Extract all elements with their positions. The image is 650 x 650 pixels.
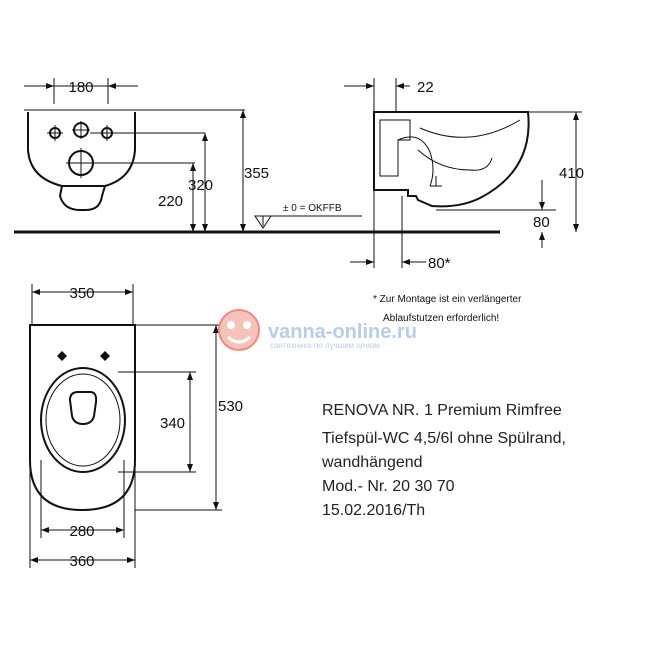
height-label-355: 355: [244, 165, 269, 182]
bowl-opening: [68, 391, 98, 426]
front-trap: [58, 185, 106, 211]
side-low-label: 80: [533, 214, 550, 231]
product-line-5: 15.02.2016/Th: [322, 502, 425, 519]
watermark-logo: [218, 309, 260, 351]
top-width-label: 350: [69, 285, 94, 302]
top-inner-width-label: 280: [69, 523, 94, 540]
fixing-mark: [57, 351, 67, 361]
top-bowl-outline: [29, 324, 136, 512]
top-outer-width-label: 360: [69, 553, 94, 570]
watermark-tagline: сантехника по лучшим ценам: [270, 341, 380, 350]
product-line-4: Mod.- Nr. 20 30 70: [322, 478, 455, 495]
front-width-label: 180: [68, 79, 93, 96]
note-line-1: * Zur Montage ist ein verlängerter: [373, 294, 522, 305]
fixing-mark: [100, 351, 110, 361]
product-line-1: RENOVA NR. 1 Premium Rimfree: [322, 402, 562, 419]
side-bowl-outline: [373, 111, 530, 208]
top-view: 350 530 340 280 360: [29, 284, 243, 570]
product-line-3: wandhängend: [321, 454, 423, 471]
side-view: 22 410 80 80*: [344, 78, 584, 272]
floor-marker-label: ± 0 = OKFFB: [283, 203, 342, 214]
floor-marker: ± 0 = OKFFB: [254, 203, 362, 229]
top-seat-length-label: 340: [160, 415, 185, 432]
top-length-label: 530: [218, 398, 243, 415]
watermark: vanna-online.ru сантехника по лучшим цен…: [218, 309, 417, 351]
seat-outline: [40, 367, 126, 473]
product-line-2: Tiefspül-WC 4,5/6l ohne Spülrand,: [322, 430, 566, 447]
side-bottom-label: 80*: [428, 255, 451, 272]
front-view: 180 355 320 220: [24, 78, 269, 232]
side-top-label: 22: [417, 79, 434, 96]
note-line-2: Ablaufstutzen erforderlich!: [383, 313, 499, 324]
side-height-label: 410: [559, 165, 584, 182]
front-bowl-outline: [27, 112, 136, 187]
height-label-220: 220: [158, 193, 183, 210]
watermark-name: vanna-online.ru: [268, 321, 417, 343]
height-label-320: 320: [188, 177, 213, 194]
product-info: RENOVA NR. 1 Premium Rimfree Tiefspül-WC…: [321, 402, 566, 519]
